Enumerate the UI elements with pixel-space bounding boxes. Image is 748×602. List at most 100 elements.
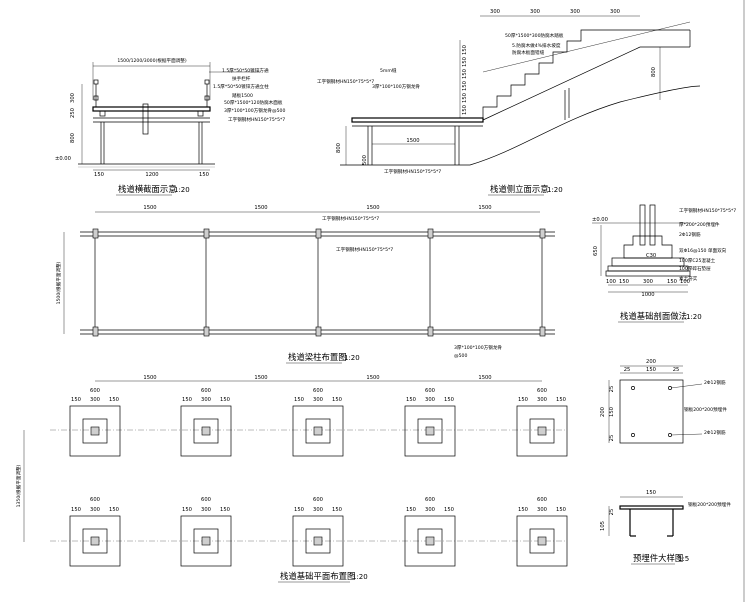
side-elevation-view: 300 300 300 300 150 150 150 150 150 150 …: [317, 9, 701, 196]
side-notes: 50厚*1500*300防腐木踏板 5.防腐木做4%排水坡度 防腐木板面错缝 5…: [317, 32, 564, 175]
svg-text:600: 600: [425, 497, 435, 503]
emb-scale: 1:5: [678, 555, 689, 563]
svg-text:25: 25: [609, 509, 615, 516]
svg-text:150: 150: [609, 407, 615, 417]
svg-text:150: 150: [556, 397, 566, 403]
svg-text:150: 150: [462, 69, 468, 79]
svg-text:3厚*100*100方钢龙骨@500: 3厚*100*100方钢龙骨@500: [224, 107, 285, 114]
svg-text:600: 600: [313, 497, 323, 503]
svg-text:C30: C30: [646, 253, 656, 259]
svg-text:150: 150: [332, 507, 342, 513]
svg-text:1500: 1500: [143, 205, 156, 211]
svg-text:150: 150: [406, 397, 416, 403]
found-section-title: 栈道基础剖面做法: [620, 311, 687, 321]
pad-footing: 600 150 300 150: [69, 497, 121, 567]
svg-text:2Φ12钢筋: 2Φ12钢筋: [679, 231, 701, 238]
svg-text:2Φ12钢筋: 2Φ12钢筋: [704, 429, 726, 436]
svg-text:600: 600: [313, 388, 323, 394]
svg-text:工字钢钢材HN150*75*5*7: 工字钢钢材HN150*75*5*7: [336, 246, 393, 253]
pad-footing: 600 150 300 150: [292, 497, 344, 567]
svg-text:1.5厚*50*50镀锌方通立柱: 1.5厚*50*50镀锌方通立柱: [213, 83, 269, 90]
svg-text:150: 150: [182, 507, 192, 513]
svg-text:600: 600: [201, 497, 211, 503]
svg-text:25: 25: [673, 367, 680, 373]
svg-text:300: 300: [537, 507, 547, 513]
side-title: 栈道侧立面示意: [490, 184, 549, 194]
svg-text:1500: 1500: [478, 375, 491, 381]
svg-text:150: 150: [462, 93, 468, 103]
svg-text:300: 300: [201, 397, 211, 403]
svg-text:150: 150: [182, 397, 192, 403]
svg-text:150: 150: [109, 507, 119, 513]
svg-text:150: 150: [556, 507, 566, 513]
svg-text:100厚C25混凝土: 100厚C25混凝土: [679, 257, 716, 264]
svg-text:600: 600: [537, 497, 547, 503]
cross-notes: 1.5厚*50*50镀锌方通 扶手栏杆 1.5厚*50*50镀锌方通立柱 踏板1…: [209, 67, 285, 123]
plan-scale: 1:20: [344, 354, 360, 362]
svg-text:300: 300: [201, 507, 211, 513]
svg-text:50厚*1500*300防腐木踏板: 50厚*1500*300防腐木踏板: [505, 32, 564, 39]
svg-text:105: 105: [600, 521, 606, 531]
svg-text:1500: 1500: [478, 205, 491, 211]
svg-text:300: 300: [313, 507, 323, 513]
svg-text:150: 150: [518, 507, 528, 513]
side-scale: 1:20: [547, 186, 563, 194]
svg-text:踏板1500: 踏板1500: [232, 92, 253, 99]
svg-text:150: 150: [462, 81, 468, 91]
side-dim-800-right: 800: [651, 67, 657, 77]
found-total: 1000: [641, 292, 654, 298]
svg-text:600: 600: [425, 388, 435, 394]
svg-text:200: 200: [600, 407, 606, 417]
cross-dim-250: 250: [70, 108, 76, 118]
svg-text:150: 150: [462, 45, 468, 55]
svg-text:150: 150: [332, 397, 342, 403]
svg-text:150: 150: [462, 105, 468, 115]
cross-dim-800: 800: [70, 133, 76, 143]
svg-text:25: 25: [624, 367, 631, 373]
foundation-plan-view: 1500 1500 1500 1500 1350(根据平面调整) 600 150…: [15, 375, 568, 583]
found-height: 650: [593, 246, 599, 256]
svg-text:300: 300: [313, 397, 323, 403]
found-plan-width: 1350(根据平面调整): [15, 464, 22, 507]
svg-text:50厚*1500*120防腐木面板: 50厚*1500*120防腐木面板: [224, 99, 283, 106]
svg-text:300: 300: [643, 279, 653, 285]
svg-text:150: 150: [619, 279, 629, 285]
svg-text:300: 300: [90, 397, 100, 403]
cross-dim-150-left: 150: [94, 172, 104, 178]
foundation-section-view: ±0.00 C30 650 100 150 300 150 100 1000 工…: [592, 204, 736, 323]
pad-row-top: 600 150 300 150 600 150 300 150 600 150: [69, 388, 568, 457]
svg-text:600: 600: [90, 497, 100, 503]
svg-text:5mm缝: 5mm缝: [380, 67, 397, 74]
svg-text:5.防腐木做4%排水坡度: 5.防腐木做4%排水坡度: [512, 42, 561, 49]
cross-title: 栈道横截面示意: [118, 184, 177, 194]
svg-text:150: 150: [667, 279, 677, 285]
cross-top-dim: 1500/1200/3000(根据平面调整): [117, 57, 187, 64]
svg-text:1.5厚*50*50镀锌方通: 1.5厚*50*50镀锌方通: [222, 67, 269, 74]
svg-text:600: 600: [537, 388, 547, 394]
svg-text:150: 150: [220, 507, 230, 513]
svg-text:150: 150: [444, 507, 454, 513]
cross-level: ±0.00: [55, 156, 71, 162]
svg-text:1500: 1500: [254, 375, 267, 381]
cross-dim-1200: 1200: [145, 172, 158, 178]
pad-footing: 600 150 300 150: [516, 497, 568, 567]
svg-text:厚*200*200预埋件: 厚*200*200预埋件: [679, 221, 720, 228]
svg-text:25: 25: [609, 386, 615, 393]
svg-text:150: 150: [646, 490, 656, 496]
svg-text:600: 600: [90, 388, 100, 394]
svg-text:300: 300: [425, 507, 435, 513]
pad-footing: 600 150 300 150: [180, 497, 232, 567]
svg-text:工字钢钢材HN150*75*5*7: 工字钢钢材HN150*75*5*7: [679, 207, 736, 214]
svg-text:25: 25: [609, 435, 615, 442]
found-section-scale: 1:20: [686, 313, 702, 321]
svg-text:钢板200*200预埋件: 钢板200*200预埋件: [684, 406, 727, 413]
side-dim-500: 500: [362, 155, 368, 165]
cross-section-view: 1500/1200/3000(根据平面调整) 300 250 800 ±0.00: [55, 57, 285, 196]
cross-scale: 1:20: [174, 186, 190, 194]
svg-text:双Φ16@150 单面双向: 双Φ16@150 单面双向: [679, 247, 727, 254]
svg-text:150: 150: [294, 507, 304, 513]
found-notes: 工字钢钢材HN150*75*5*7 厚*200*200预埋件 2Φ12钢筋 双Φ…: [679, 207, 736, 282]
plan-width-label: 1500(根据平面调整): [55, 261, 62, 304]
svg-text:扶手栏杆: 扶手栏杆: [232, 75, 251, 82]
